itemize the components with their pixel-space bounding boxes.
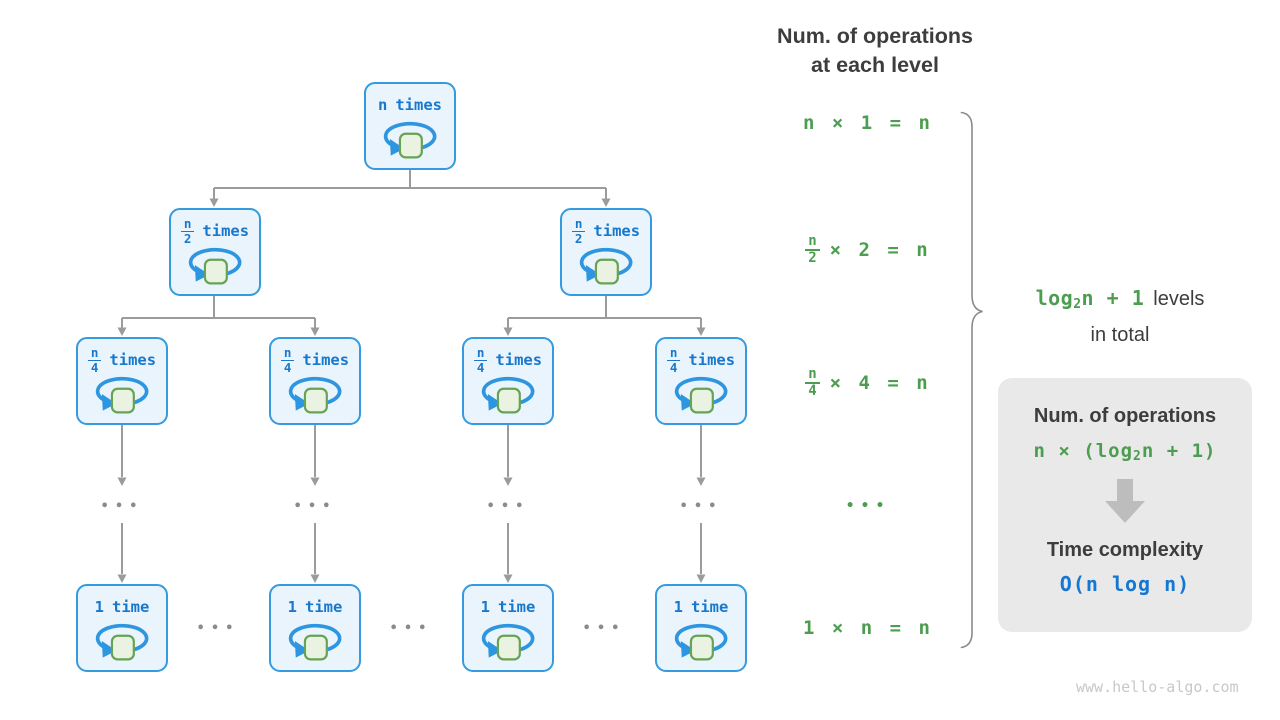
ellipsis-vertical-2: ••• — [293, 499, 337, 514]
node-label: 1 time — [95, 594, 150, 620]
node-label: 1 time — [674, 594, 729, 620]
equation-leaf: 1 × n = n — [803, 617, 933, 639]
node-label: 1 time — [481, 594, 536, 620]
node-word: time — [691, 598, 729, 616]
equation-ellipsis: ••• — [845, 498, 891, 514]
tree-node-leaf-2: 1 time — [269, 584, 361, 672]
brace-label-line2: in total — [1090, 324, 1150, 346]
ellipsis-vertical-4: ••• — [679, 499, 723, 514]
panel-title-complexity: Time complexity — [1046, 539, 1204, 561]
node-count: 1 — [480, 598, 490, 616]
ellipsis-row-2: ••• — [389, 621, 433, 636]
arrowheads — [117, 198, 706, 583]
node-word: time — [112, 598, 150, 616]
node-count: 1 — [94, 598, 104, 616]
loop-icon — [95, 623, 149, 662]
node-count: n — [377, 96, 388, 114]
watermark: www.hello-algo.com — [1076, 678, 1239, 696]
tree-node-leaf-4: 1 time — [655, 584, 747, 672]
ellipsis-vertical-1: ••• — [100, 499, 144, 514]
tree-node-leaf-1: 1 time — [76, 584, 168, 672]
ellipsis-row-1: ••• — [196, 621, 240, 636]
loop-icon — [288, 376, 342, 415]
loop-icon — [288, 623, 342, 662]
levels-formula: log2n + 1 — [1035, 286, 1145, 312]
node-label: 1 time — [288, 594, 343, 620]
node-word: times — [495, 351, 543, 369]
down-arrow-icon — [1105, 479, 1145, 523]
summary-panel: Num. of operations n × (log2n + 1) Time … — [998, 378, 1252, 632]
header-line1: Num. of operations — [777, 24, 973, 48]
node-count: 1 — [673, 598, 683, 616]
curly-brace — [960, 111, 983, 649]
node-word: time — [498, 598, 536, 616]
loop-icon — [481, 623, 535, 662]
panel-title-operations: Num. of operations — [1033, 405, 1217, 427]
loop-icon — [383, 121, 437, 160]
loop-icon — [674, 376, 728, 415]
header-line2: at each level — [811, 53, 939, 77]
loop-icon — [674, 623, 728, 662]
node-word: times — [593, 222, 641, 240]
loop-icon — [95, 376, 149, 415]
node-word: times — [202, 222, 250, 240]
node-word: times — [302, 351, 350, 369]
column-header: Num. of operations at each level — [740, 22, 1010, 80]
node-count: 1 — [287, 598, 297, 616]
node-word: times — [688, 351, 736, 369]
operations-formula: n × (log2n + 1) — [1033, 440, 1217, 464]
tree-node-leaf-3: 1 time — [462, 584, 554, 672]
ellipsis-row-3: ••• — [582, 621, 626, 636]
loop-icon — [481, 376, 535, 415]
node-word: time — [305, 598, 343, 616]
ellipsis-vertical-3: ••• — [486, 499, 530, 514]
complexity-formula: O(n log n) — [1059, 572, 1191, 596]
equation-level1: n × 1 = n — [803, 112, 933, 134]
node-word: times — [109, 351, 157, 369]
loop-icon — [579, 247, 633, 286]
loop-icon — [188, 247, 242, 286]
node-word: times — [395, 96, 442, 114]
